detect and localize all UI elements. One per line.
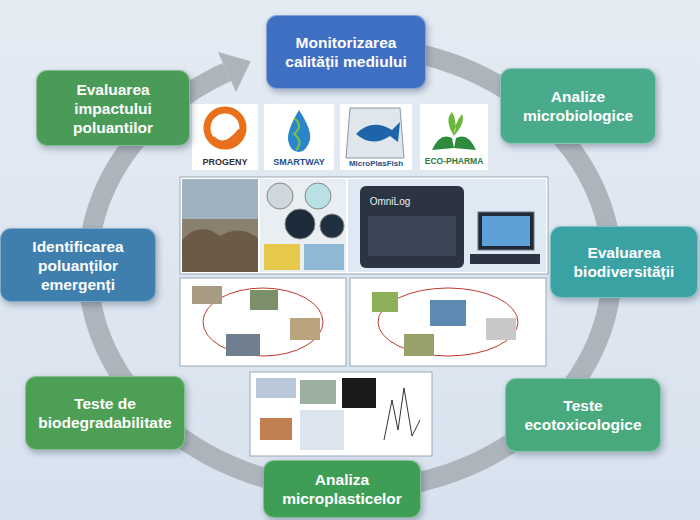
field-photo — [182, 179, 258, 272]
scheme-thumb — [486, 318, 516, 340]
computer-monitor — [482, 216, 530, 246]
scheme-thumb — [300, 380, 336, 404]
box-label: Teste de biodegradabilitate — [34, 394, 176, 432]
eco-pharma-logo — [448, 112, 463, 136]
box-label: Monitorizarea calității mediului — [275, 33, 417, 71]
field-photo — [182, 229, 258, 272]
computer-keyboard — [470, 254, 540, 264]
progeny-logo — [213, 130, 240, 143]
spectrum-plot — [384, 388, 420, 440]
process-box: Evaluarea impactului poluantilor — [36, 70, 190, 146]
microplastics-image — [250, 372, 432, 456]
scheme-thumb — [192, 286, 222, 304]
microplate — [304, 244, 344, 270]
computer-monitor — [478, 212, 534, 250]
petri-dish — [267, 183, 293, 209]
eco-pharma-logo — [432, 137, 476, 151]
process-box: Monitorizarea calității mediului — [266, 15, 426, 89]
omnilog-device — [360, 186, 464, 268]
smartway-logo — [288, 110, 310, 152]
process-box: Teste ecotoxicologice — [505, 378, 661, 452]
microplasfish-logo — [346, 108, 404, 158]
box-label: Evaluarea impactului poluantilor — [45, 80, 181, 137]
logo-tile — [264, 104, 334, 170]
scheme-thumb — [290, 318, 320, 340]
lab-photo — [260, 179, 346, 272]
device-photo — [348, 179, 546, 272]
logo-label: SMARTWAY — [273, 157, 325, 167]
fish-photo — [260, 418, 292, 440]
box-label: Evaluarea biodiversității — [559, 243, 689, 281]
petri-dish — [320, 214, 344, 238]
process-box: Analiza microplasticelor — [263, 460, 421, 518]
logo-label: PROGENY — [202, 157, 247, 167]
process-box: Analize microbiologice — [500, 68, 656, 144]
logo-tile — [192, 104, 258, 170]
logo-tile — [420, 104, 488, 170]
petri-dish — [305, 183, 331, 209]
scheme-thumb — [430, 300, 466, 326]
logo-label: MicroPlasFish — [349, 159, 403, 168]
arrow-head — [218, 52, 251, 92]
scheme-thumb — [300, 410, 344, 450]
process-box: Teste de biodegradabilitate — [25, 376, 185, 450]
scheme-thumb — [342, 378, 376, 408]
progeny-logo — [207, 110, 243, 146]
scheme-image — [180, 278, 346, 366]
smartway-logo — [294, 118, 300, 150]
logo-label: ECO-PHARMA — [425, 156, 484, 166]
scheme-thumb — [404, 334, 434, 356]
petri-dish — [285, 209, 315, 239]
field-photo — [182, 179, 258, 219]
photo-frame — [180, 177, 548, 274]
microplate — [264, 244, 300, 270]
process-box: Identificarea poluanților emergenți — [0, 228, 156, 302]
logo-row — [192, 104, 488, 170]
logo-tile — [340, 104, 412, 170]
box-label: Teste ecotoxicologice — [514, 396, 652, 434]
scheme-cycle — [378, 288, 518, 356]
scheme-thumb — [250, 290, 278, 310]
process-box: Evaluarea biodiversității — [550, 226, 698, 298]
microplasfish-logo — [356, 122, 400, 142]
box-label: Analiza microplasticelor — [272, 470, 412, 508]
box-label: Analize microbiologice — [509, 87, 647, 125]
scheme-image — [350, 278, 546, 366]
scheme-thumb — [226, 334, 260, 356]
scheme-thumb — [372, 292, 398, 312]
box-label: Identificarea poluanților emergenți — [9, 237, 147, 294]
device-label: OmniLog — [370, 196, 411, 207]
scheme-thumb — [256, 378, 296, 398]
scheme-row — [180, 278, 546, 456]
photo-row — [180, 177, 548, 274]
omnilog-device — [368, 216, 456, 256]
